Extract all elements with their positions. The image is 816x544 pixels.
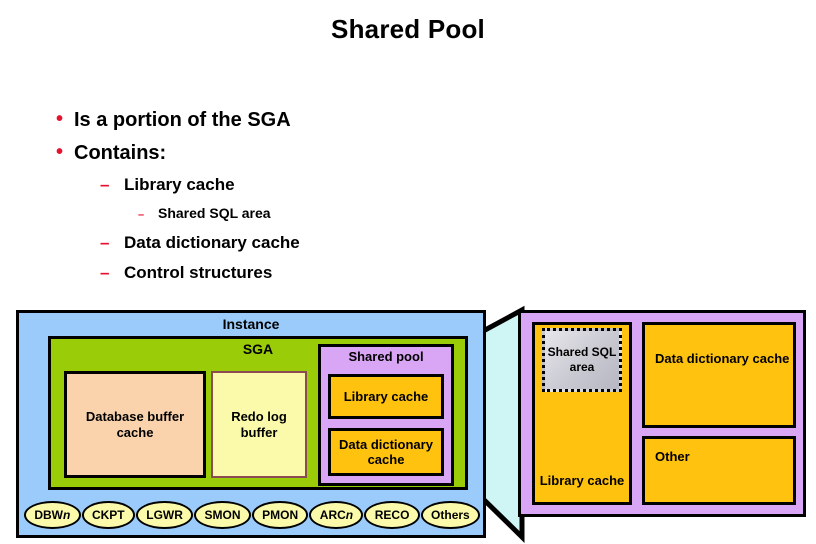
detail-other-box: Other	[642, 436, 796, 505]
instance-label: Instance	[222, 316, 280, 332]
bullet-text: Data dictionary cache	[124, 233, 300, 252]
bullet-marker: –	[100, 263, 110, 282]
process-label: Others	[431, 508, 470, 522]
bullet-item-4: – Data dictionary cache	[100, 228, 560, 258]
sga-label: SGA	[242, 341, 274, 357]
bullet-item-2: – Library cache	[100, 170, 560, 200]
bullet-marker: •	[56, 108, 64, 130]
detail-shared-sql-area-label: Shared SQL area	[547, 345, 617, 374]
bullet-text: Contains:	[74, 142, 167, 164]
process-oval-ckpt: CKPT	[81, 501, 135, 529]
shared-pool-label: Shared pool	[348, 349, 424, 364]
bullet-item-3: – Shared SQL area	[138, 200, 560, 228]
process-oval-reco: RECO	[364, 501, 420, 529]
process-label: SMON	[204, 508, 241, 522]
bullet-marker: –	[100, 175, 110, 194]
data-dictionary-cache-label: Data dictionary cache	[339, 436, 433, 467]
bullet-marker: –	[100, 233, 110, 252]
database-buffer-cache-box: Database buffer cache	[64, 371, 206, 478]
process-label: LGWR	[146, 508, 183, 522]
process-label-suffix: n	[345, 508, 354, 522]
bullet-list: • Is a portion of the SGA • Contains: – …	[0, 104, 560, 288]
bullet-text: Is a portion of the SGA	[74, 109, 291, 131]
detail-shared-sql-area-box: Shared SQL area	[542, 328, 622, 392]
process-label: DBW	[34, 508, 63, 522]
page-title: Shared Pool	[331, 14, 485, 44]
detail-library-cache-label: Library cache	[539, 472, 625, 488]
detail-other-label: Other	[655, 449, 690, 464]
bullet-marker: •	[56, 141, 64, 163]
bullet-item-5: – Control structures	[100, 258, 560, 288]
bullet-marker: –	[138, 209, 145, 221]
process-label-suffix: n	[62, 508, 71, 522]
detail-data-dictionary-cache-label: Data dictionary cache	[655, 351, 790, 366]
process-oval-pmon: PMON	[251, 501, 309, 529]
redo-log-buffer-label: Redo log buffer	[231, 409, 287, 440]
data-dictionary-cache-box-small: Data dictionary cache	[328, 428, 444, 476]
process-oval-smon: SMON	[194, 501, 251, 529]
process-oval-lgwr: LGWR	[135, 501, 194, 529]
library-cache-label: Library cache	[343, 388, 429, 404]
process-label: ARC	[319, 508, 346, 522]
bullet-text: Control structures	[124, 263, 273, 282]
bullet-text: Library cache	[124, 175, 235, 194]
bullet-text: Shared SQL area	[158, 205, 271, 221]
process-oval-others: Others	[420, 501, 481, 529]
bullet-item-0: • Is a portion of the SGA	[56, 104, 560, 137]
process-label: CKPT	[91, 508, 125, 522]
bullet-item-1: • Contains:	[56, 137, 560, 170]
detail-data-dictionary-cache-box: Data dictionary cache	[642, 322, 796, 428]
process-label: RECO	[374, 508, 410, 522]
library-cache-box-small: Library cache	[328, 374, 444, 419]
process-label: PMON	[262, 508, 299, 522]
redo-log-buffer-box: Redo log buffer	[211, 371, 307, 478]
database-buffer-cache-label: Database buffer cache	[85, 409, 185, 440]
